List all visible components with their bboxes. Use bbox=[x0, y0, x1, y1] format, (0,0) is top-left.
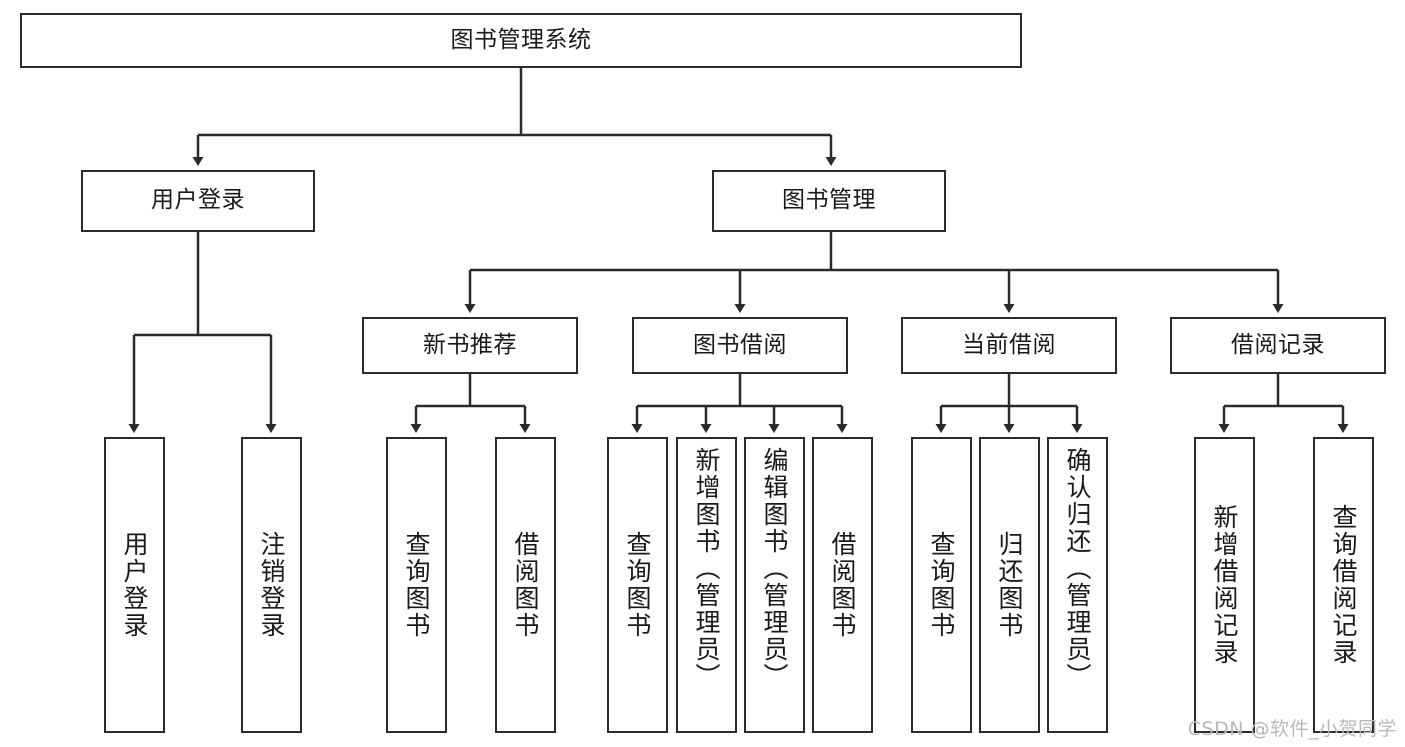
leaf-current-query-book[interactable]: 查询图书 bbox=[911, 437, 972, 733]
leaf-borrow-add-book-admin[interactable]: 新增图书（管理员） bbox=[676, 437, 737, 733]
node-label: 借阅图书 bbox=[828, 531, 857, 639]
node-label: 图书管理系统 bbox=[450, 26, 592, 53]
csdn-watermark: CSDN @软件_小贺同学 bbox=[1187, 718, 1397, 740]
node-root-system[interactable]: 图书管理系统 bbox=[20, 13, 1022, 68]
node-book-management[interactable]: 图书管理 bbox=[712, 170, 946, 232]
node-label: 当前借阅 bbox=[962, 331, 1056, 358]
node-book-borrow[interactable]: 图书借阅 bbox=[632, 317, 848, 374]
leaf-record-query-record[interactable]: 查询借阅记录 bbox=[1313, 437, 1374, 733]
leaf-current-confirm-return-admin[interactable]: 确认归还（管理员） bbox=[1047, 437, 1108, 733]
leaf-borrow-borrow-book[interactable]: 借阅图书 bbox=[812, 437, 873, 733]
node-label: 新增图书（管理员） bbox=[692, 447, 721, 690]
node-label: 图书借阅 bbox=[693, 331, 787, 358]
node-label: 查询图书 bbox=[623, 531, 652, 639]
leaf-user-login-signin[interactable]: 用户登录 bbox=[104, 437, 165, 733]
node-label: 借阅记录 bbox=[1231, 331, 1325, 358]
node-user-login[interactable]: 用户登录 bbox=[81, 170, 315, 232]
node-label: 用户登录 bbox=[151, 187, 245, 214]
node-label: 新书推荐 bbox=[423, 331, 517, 358]
node-label: 新增借阅记录 bbox=[1210, 504, 1239, 666]
node-label: 查询图书 bbox=[402, 531, 431, 639]
node-label: 归还图书 bbox=[995, 531, 1024, 639]
node-label: 注销登录 bbox=[257, 531, 286, 639]
node-label: 查询借阅记录 bbox=[1329, 504, 1358, 666]
node-current-borrow[interactable]: 当前借阅 bbox=[901, 317, 1117, 374]
node-label: 编辑图书（管理员） bbox=[760, 447, 789, 690]
leaf-user-login-signout[interactable]: 注销登录 bbox=[241, 437, 302, 733]
node-label: 查询图书 bbox=[927, 531, 956, 639]
node-borrow-record[interactable]: 借阅记录 bbox=[1170, 317, 1386, 374]
node-label: 用户登录 bbox=[120, 531, 149, 639]
leaf-record-add-record[interactable]: 新增借阅记录 bbox=[1194, 437, 1255, 733]
node-new-book-recommend[interactable]: 新书推荐 bbox=[362, 317, 578, 374]
leaf-recommend-query-book[interactable]: 查询图书 bbox=[386, 437, 447, 733]
node-label: 图书管理 bbox=[782, 187, 876, 214]
leaf-borrow-query-book[interactable]: 查询图书 bbox=[607, 437, 668, 733]
leaf-recommend-borrow-book[interactable]: 借阅图书 bbox=[495, 437, 556, 733]
node-label: 借阅图书 bbox=[511, 531, 540, 639]
leaf-borrow-edit-book-admin[interactable]: 编辑图书（管理员） bbox=[744, 437, 805, 733]
leaf-current-return-book[interactable]: 归还图书 bbox=[979, 437, 1040, 733]
node-label: 确认归还（管理员） bbox=[1063, 447, 1092, 690]
